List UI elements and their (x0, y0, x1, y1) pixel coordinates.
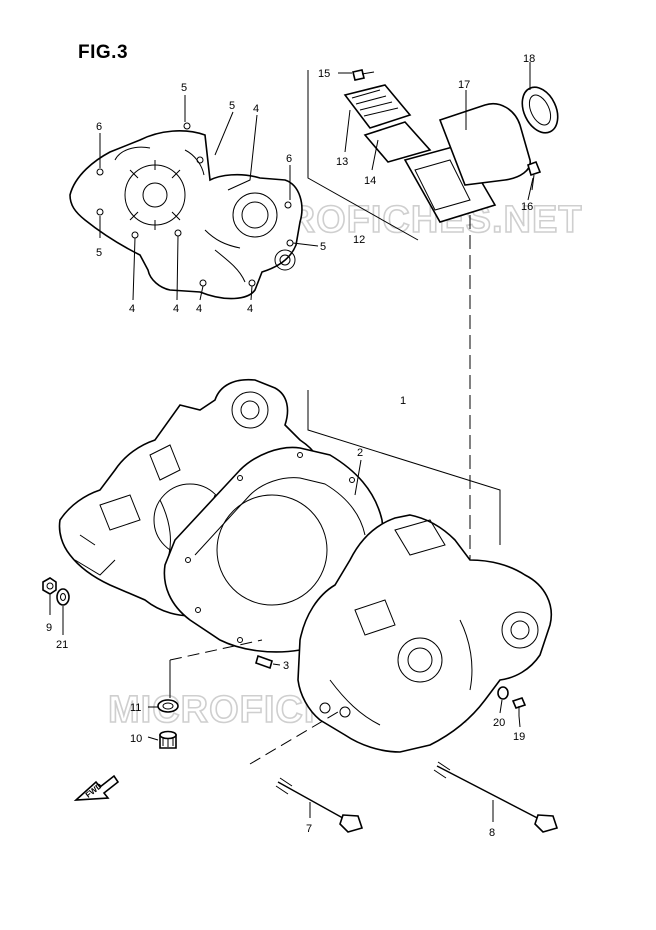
callout-10: 10 (130, 733, 142, 745)
crankcase-right-half (297, 514, 552, 753)
callout-4-upper: 4 (253, 103, 259, 115)
callout-5-right: 5 (320, 241, 326, 253)
nut-9 (42, 577, 57, 595)
crankcase-cover (69, 122, 303, 300)
callout-4-b: 4 (173, 303, 179, 315)
callout-6-left: 6 (96, 121, 102, 133)
bolt-7 (275, 777, 364, 833)
callout-19: 19 (513, 731, 525, 743)
callout-2: 2 (357, 447, 363, 459)
drain-plug-10 (159, 730, 177, 749)
bolt-8 (433, 761, 559, 833)
callout-labels: 5 5 4 6 6 5 5 4 4 4 4 4 15 13 14 17 18 1… (46, 53, 535, 839)
gasket-washer-11 (157, 699, 179, 713)
fwd-arrow-icon: FWD (73, 774, 120, 801)
group-bracket-12 (307, 70, 419, 241)
callout-14: 14 (364, 175, 376, 187)
callout-5-left: 5 (96, 247, 102, 259)
callout-4-d: 4 (247, 303, 253, 315)
reed-valve-assembly (343, 69, 559, 223)
callout-21: 21 (56, 639, 68, 651)
callout-16: 16 (521, 201, 533, 213)
callout-12: 12 (353, 234, 365, 246)
callout-5-upper: 5 (229, 100, 235, 112)
callout-20: 20 (493, 717, 505, 729)
callout-4-c: 4 (196, 303, 202, 315)
callout-7: 7 (306, 823, 312, 835)
figure-title: FIG.3 (78, 42, 129, 63)
callout-6-right: 6 (286, 153, 292, 165)
callout-5-top: 5 (181, 82, 187, 94)
callout-18: 18 (523, 53, 535, 65)
callout-15: 15 (318, 68, 330, 80)
callout-3: 3 (283, 660, 289, 672)
callout-1: 1 (400, 395, 406, 407)
group-bracket-1 (307, 390, 501, 545)
callout-17: 17 (458, 79, 470, 91)
washer-21 (56, 588, 70, 606)
leader-lines (49, 62, 534, 822)
callout-9: 9 (46, 622, 52, 634)
callout-13: 13 (336, 156, 348, 168)
washer-20 (497, 686, 509, 700)
callout-11: 11 (130, 702, 141, 714)
callout-4-a: 4 (129, 303, 135, 315)
bolt-19 (511, 697, 527, 716)
callout-8: 8 (489, 827, 495, 839)
dowel-pin-3 (255, 654, 273, 670)
